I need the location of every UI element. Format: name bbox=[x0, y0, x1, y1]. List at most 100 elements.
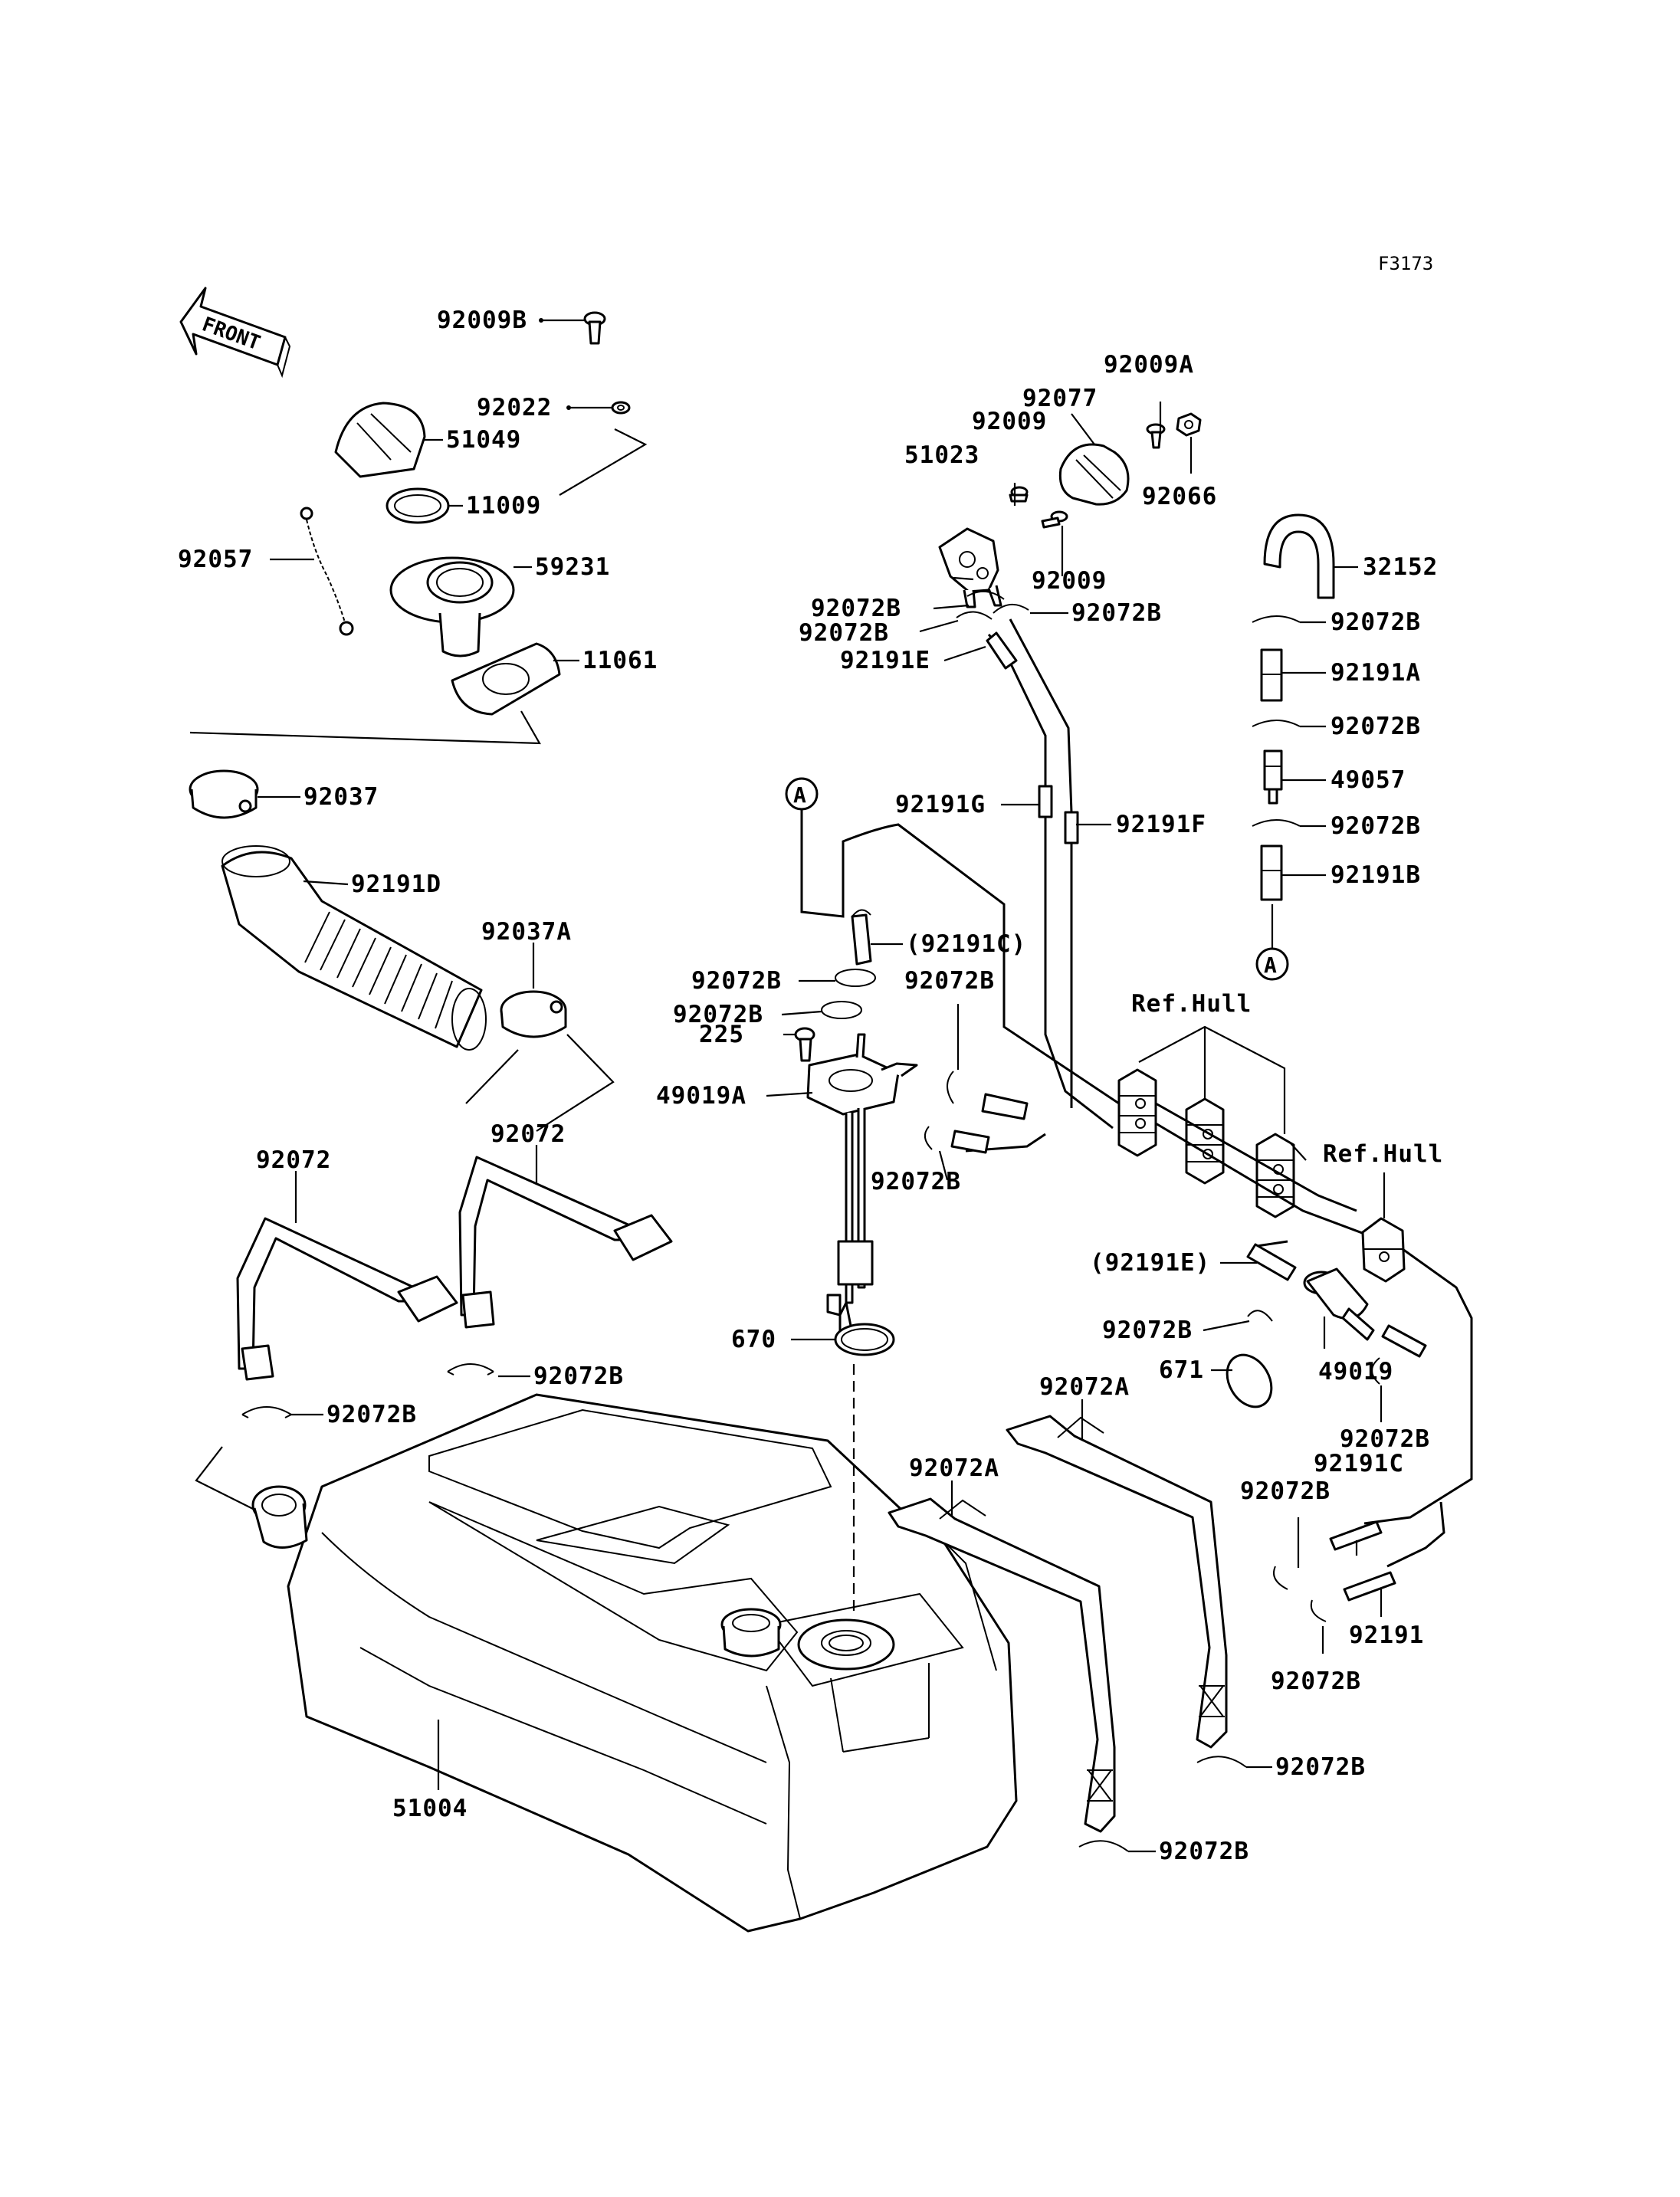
hose-92191b bbox=[1260, 844, 1283, 901]
callout-92072b-2: 92072B bbox=[326, 1401, 417, 1428]
o-ring-671 bbox=[1226, 1353, 1273, 1408]
callout-59231: 59231 bbox=[535, 553, 610, 581]
callout-92072b-7: 92072B bbox=[904, 967, 995, 995]
hose-92191e bbox=[986, 631, 1018, 670]
clip-92072b-a bbox=[447, 1363, 494, 1376]
hose-92191 bbox=[1343, 1571, 1396, 1602]
clamp-92037 bbox=[189, 769, 259, 819]
clips-92072b-right bbox=[1252, 615, 1301, 827]
callout-92191c: 92191C bbox=[1314, 1450, 1404, 1477]
gasket-11061 bbox=[451, 642, 561, 716]
callout-51004: 51004 bbox=[392, 1795, 468, 1822]
screw-225 bbox=[794, 1027, 815, 1062]
filler-neck-59231 bbox=[389, 556, 515, 657]
clips-92072b-upper bbox=[956, 591, 1029, 620]
callout-49019: 49019 bbox=[1318, 1358, 1393, 1385]
callout-670: 670 bbox=[731, 1326, 776, 1353]
strap-92072-right bbox=[458, 1156, 673, 1329]
callout-671: 671 bbox=[1159, 1356, 1204, 1384]
callout-92072b-4: 92072B bbox=[799, 619, 889, 647]
callout-labels: 92009B 92022 51049 11009 92057 59231 110… bbox=[178, 307, 1443, 1865]
callout-92072-right: 92072 bbox=[491, 1120, 566, 1148]
o-ring-670 bbox=[834, 1323, 895, 1356]
callout-92072b-9: 92072B bbox=[871, 1168, 961, 1195]
callout-92077: 92077 bbox=[1022, 385, 1098, 412]
callout-11061: 11061 bbox=[582, 647, 658, 674]
callout-32152: 32152 bbox=[1363, 553, 1438, 581]
hull-clamp-3 bbox=[1255, 1133, 1295, 1218]
washer-92022 bbox=[611, 401, 631, 415]
callout-92066: 92066 bbox=[1142, 483, 1217, 510]
filler-cap-cover-51049 bbox=[334, 402, 426, 478]
clip-92072b-filter bbox=[1247, 1310, 1273, 1322]
hose-92191c-paren bbox=[851, 909, 872, 966]
callout-92191g: 92191G bbox=[895, 791, 986, 818]
callout-225: 225 bbox=[699, 1021, 744, 1048]
figure-code: F3173 bbox=[1378, 253, 1433, 274]
callout-92009-top: 92009 bbox=[972, 408, 1047, 435]
fuel-valve-51023 bbox=[938, 527, 1002, 608]
callout-92191d: 92191D bbox=[351, 871, 441, 898]
hose-92191a bbox=[1260, 648, 1283, 702]
callout-92072b-14: 92072B bbox=[1340, 1425, 1430, 1453]
callout-92037a: 92037A bbox=[481, 918, 572, 946]
nut-92066 bbox=[1176, 412, 1202, 437]
callout-51049: 51049 bbox=[446, 426, 521, 454]
ref-marker-a-left: A bbox=[785, 777, 819, 811]
hose-short-filter bbox=[1371, 1324, 1427, 1385]
clips-92072b-pump bbox=[821, 969, 876, 1019]
screw-92009-lower bbox=[1041, 510, 1068, 529]
callout-92072b-13: 92072B bbox=[1102, 1317, 1193, 1344]
callout-92022: 92022 bbox=[477, 394, 552, 421]
callout-92191f: 92191F bbox=[1116, 811, 1206, 838]
hoses-short-pump bbox=[950, 1093, 1029, 1154]
callout-92072b-17: 92072B bbox=[1275, 1753, 1366, 1781]
callout-92037: 92037 bbox=[304, 783, 379, 811]
hull-clamp-1 bbox=[1117, 1068, 1157, 1157]
o-ring-11009 bbox=[386, 487, 450, 524]
clips-92072b-pump-right bbox=[924, 1071, 954, 1150]
leader-lines bbox=[258, 318, 1386, 1853]
bolt-92009b bbox=[583, 311, 606, 345]
callout-92191e: 92191E bbox=[840, 647, 930, 674]
callout-92072a-lower: 92072A bbox=[909, 1454, 999, 1482]
strap-92072-left bbox=[236, 1217, 458, 1381]
callout-92009b: 92009B bbox=[437, 307, 527, 334]
callout-92072b-12: 92072B bbox=[1331, 812, 1421, 840]
fuel-tank-51004 bbox=[251, 1393, 1018, 1933]
callout-49057: 49057 bbox=[1331, 766, 1406, 794]
callout-92072a-upper: 92072A bbox=[1039, 1373, 1130, 1401]
callout-92191e-paren: (92191E) bbox=[1090, 1249, 1210, 1277]
hose-92191e-paren bbox=[1246, 1243, 1297, 1281]
ref-marker-a-right-text: A bbox=[1264, 953, 1277, 978]
hull-clamp-4 bbox=[1361, 1217, 1406, 1283]
callout-92072b-10: 92072B bbox=[1331, 608, 1421, 636]
callout-92072b-11: 92072B bbox=[1331, 713, 1421, 740]
callout-92191b: 92191B bbox=[1331, 861, 1421, 889]
callout-92009-mid: 92009 bbox=[1032, 567, 1107, 595]
callout-ref-hull-2: Ref.Hull bbox=[1323, 1140, 1443, 1168]
callout-92072b-6: 92072B bbox=[691, 967, 782, 995]
callout-92009a: 92009A bbox=[1104, 351, 1194, 379]
fuel-filter-49019 bbox=[1303, 1267, 1375, 1341]
callout-92072b-18: 92072B bbox=[1159, 1838, 1249, 1865]
valve-cap-92077 bbox=[1058, 443, 1130, 506]
callout-92072b-3: 92072B bbox=[811, 595, 901, 622]
hose-92191f bbox=[1064, 811, 1079, 844]
ref-marker-a-left-text: A bbox=[793, 782, 806, 808]
callout-92057: 92057 bbox=[178, 546, 253, 573]
callout-ref-hull-1: Ref.Hull bbox=[1131, 990, 1252, 1018]
callout-92072b-16: 92072B bbox=[1271, 1667, 1361, 1695]
callout-92072b-8: 92072B bbox=[673, 1001, 763, 1028]
callout-92072-left: 92072 bbox=[256, 1146, 331, 1174]
screw-92009-upper bbox=[1009, 486, 1029, 503]
callout-49019a: 49019A bbox=[656, 1082, 746, 1110]
filler-hose-92191d bbox=[221, 845, 487, 1051]
callout-92191a: 92191A bbox=[1331, 659, 1421, 687]
clip-92072b-b bbox=[241, 1406, 292, 1418]
hose-92191g bbox=[1038, 785, 1053, 818]
clips-92072b-lower-right bbox=[1273, 1566, 1327, 1622]
check-valve-49057 bbox=[1263, 749, 1283, 805]
strap-92072a-lower bbox=[888, 1497, 1116, 1833]
